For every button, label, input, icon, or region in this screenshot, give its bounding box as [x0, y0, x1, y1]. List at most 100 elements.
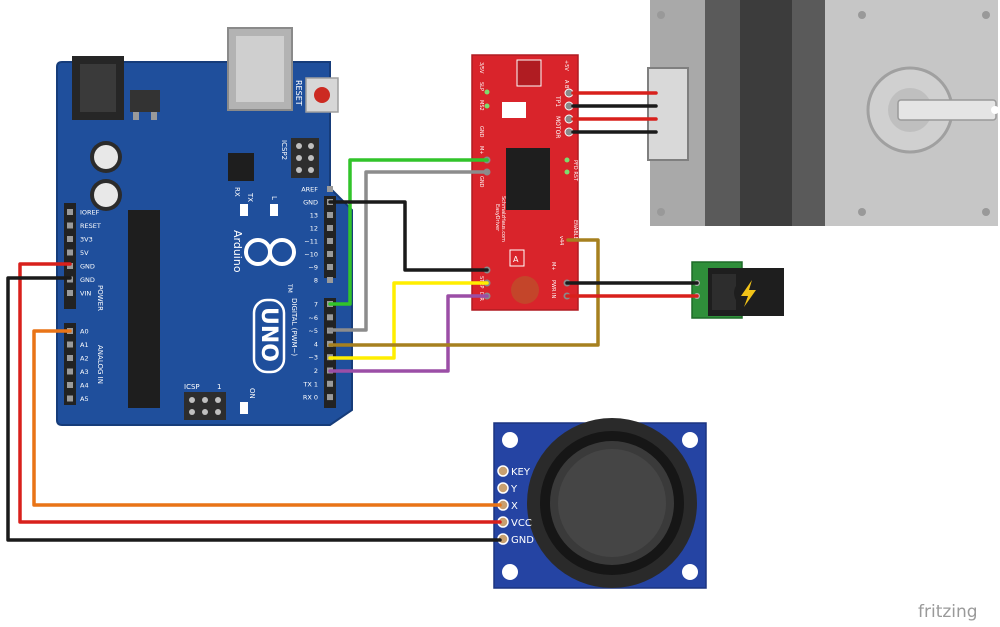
joystick-pin-label: KEY [511, 467, 531, 478]
pin-label: IOREF [80, 209, 100, 217]
wire-purple [328, 294, 489, 373]
driver-pin-label: MS2 [478, 100, 484, 111]
l-led [270, 204, 278, 216]
pwr-in-label: PWR IN [550, 280, 556, 298]
lightning-icon [741, 280, 756, 307]
on-led [240, 402, 248, 414]
pin-label: RX 0 [303, 394, 318, 402]
mounting-hole-icon [682, 564, 698, 580]
driver-led [502, 102, 526, 118]
driver-pin-label: GND [478, 176, 484, 188]
pin-label: A5 [80, 395, 89, 403]
on-label: ON [248, 388, 256, 399]
pin-label: ~9 [308, 264, 318, 272]
power-section-label: POWER [96, 285, 104, 311]
stepper-motor-core-band [740, 0, 792, 226]
mounting-hole-icon [982, 11, 990, 19]
easydriver-board: TP1 MOTOR +5V A B A SchmalzHaus.com Easy… [471, 54, 579, 311]
icsp2-header [291, 138, 319, 178]
pin-label: ~6 [308, 314, 318, 322]
mounting-hole-icon [502, 432, 518, 448]
joystick-module: KEY YX VCC GND [493, 418, 707, 589]
wire-vcc-red [18, 262, 502, 524]
trademark-label: TM [286, 283, 293, 293]
pin-label: ~10 [304, 251, 318, 259]
joystick-pin-label: Y [510, 484, 518, 495]
pin-label: ~5 [308, 327, 318, 335]
usb-chip [228, 153, 254, 181]
pin-label: 8 [314, 277, 318, 285]
mounting-hole-icon [657, 11, 665, 19]
driver-pin-label: 3/5V [478, 62, 484, 74]
pin-label: TX 1 [302, 380, 318, 388]
stepper-motor-shaft [897, 99, 997, 121]
tx-label: TX [246, 192, 254, 202]
pin-label: 2 [314, 367, 318, 375]
pin-label: 5V [80, 249, 89, 257]
arduino-logo-icon [244, 238, 296, 266]
header-pin [67, 236, 73, 242]
pin-label: 3V3 [80, 236, 93, 244]
reset-button-cap[interactable] [314, 87, 330, 103]
header-pin [67, 395, 73, 402]
digital-section-label: DIGITAL (PWM~) [290, 298, 298, 356]
header-pin [327, 212, 333, 218]
mounting-hole-icon [502, 564, 518, 580]
pfd-rst-label: PFD RST [572, 160, 578, 182]
joystick-pin-label: X [511, 501, 518, 512]
joystick-pin [497, 482, 509, 494]
header-pin [327, 277, 333, 283]
header-pin [67, 382, 73, 388]
tp1-label: TP1 [554, 95, 561, 107]
icsp-header [184, 392, 226, 420]
header-pin [67, 222, 73, 229]
wire-gray [328, 170, 489, 332]
driver-pin-label: SLP [478, 82, 484, 91]
power-jack-module [691, 261, 784, 319]
wire-gnd-black [6, 276, 502, 542]
driver-name: SchmalzHaus.com [500, 196, 506, 242]
uno-badge [252, 298, 286, 374]
pin-label: A4 [80, 382, 89, 390]
wire-x-orange [32, 329, 502, 507]
joystick-pin [497, 465, 509, 477]
header-pin [327, 380, 333, 387]
pin-label: 12 [310, 225, 318, 233]
arduino-brand: Arduino [231, 230, 244, 273]
pin-label: RESET [80, 222, 101, 230]
mounting-hole-icon [858, 11, 866, 19]
pin-label: A1 [80, 341, 89, 349]
tp1-pad [516, 59, 542, 87]
potentiometer-icon[interactable] [511, 276, 539, 304]
mounting-hole-icon [858, 208, 866, 216]
header-pin [67, 290, 73, 296]
pin-label: A0 [80, 328, 89, 336]
joystick-pin-label: VCC [511, 518, 532, 529]
analog-section-label: ANALOG IN [96, 345, 104, 384]
wire-green [328, 158, 489, 306]
wires [6, 91, 699, 542]
header-pin [67, 368, 73, 375]
l-label: L [270, 196, 278, 200]
pin-label: GND [80, 276, 95, 284]
driver-chip [506, 148, 550, 210]
usb-connector-inner [236, 36, 284, 102]
pin-label: A3 [80, 368, 89, 376]
driver-version: v44 [558, 236, 564, 245]
driver-pin-label: M+ [478, 146, 484, 155]
pin-label: GND [303, 199, 318, 207]
pin-label: VIN [80, 290, 91, 298]
header-pin [67, 341, 73, 348]
atmega-chip [128, 210, 160, 408]
header-pin [327, 186, 333, 192]
wire-black-gnd [328, 200, 489, 272]
header-pin [67, 209, 73, 215]
stepper-motor [647, 0, 999, 226]
motor-label: MOTOR [554, 116, 561, 138]
joystick-pin-label: GND [511, 535, 534, 546]
mounting-hole-icon [982, 208, 990, 216]
wire-yellow [328, 281, 489, 360]
plus5v-label: +5V [563, 60, 569, 71]
